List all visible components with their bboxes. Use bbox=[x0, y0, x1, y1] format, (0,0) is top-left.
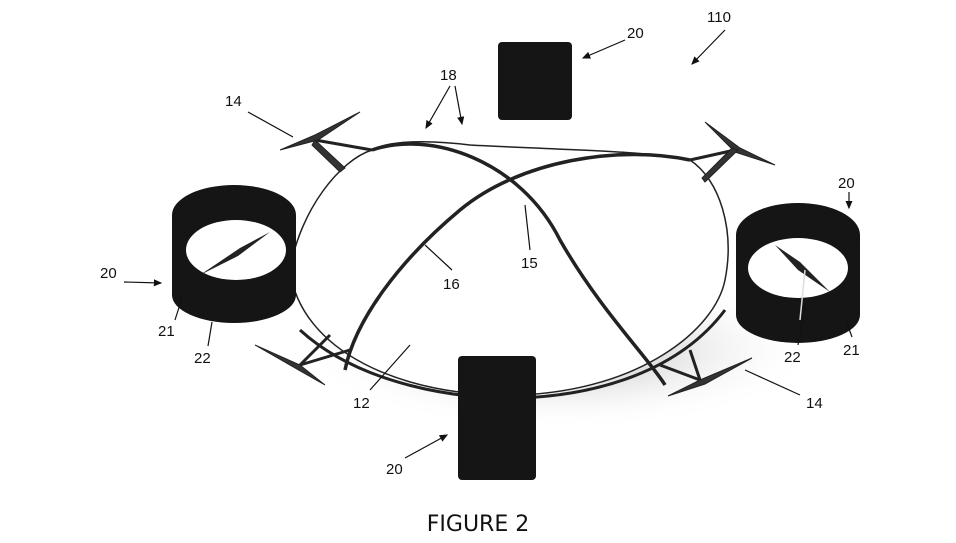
label-110: 110 bbox=[707, 9, 731, 26]
label-20-right: 20 bbox=[838, 175, 855, 192]
thruster-left bbox=[172, 185, 296, 323]
label-21-left: 21 bbox=[158, 323, 175, 340]
label-15: 15 bbox=[521, 255, 538, 272]
label-20-top: 20 bbox=[627, 25, 644, 42]
label-12: 12 bbox=[353, 395, 370, 412]
label-14-right: 14 bbox=[806, 395, 823, 412]
label-22-right: 22 bbox=[784, 349, 801, 366]
label-20-bottom: 20 bbox=[386, 461, 403, 478]
label-18: 18 bbox=[440, 67, 457, 84]
label-21-right: 21 bbox=[843, 342, 860, 359]
label-16: 16 bbox=[443, 276, 460, 293]
thruster-top bbox=[498, 42, 572, 120]
figure-caption: FIGURE 2 bbox=[427, 512, 529, 537]
label-22-left: 22 bbox=[194, 350, 211, 367]
thruster-bottom bbox=[458, 356, 536, 480]
label-20-left: 20 bbox=[100, 265, 117, 282]
thruster-right bbox=[736, 203, 860, 343]
label-14-left: 14 bbox=[225, 93, 242, 110]
